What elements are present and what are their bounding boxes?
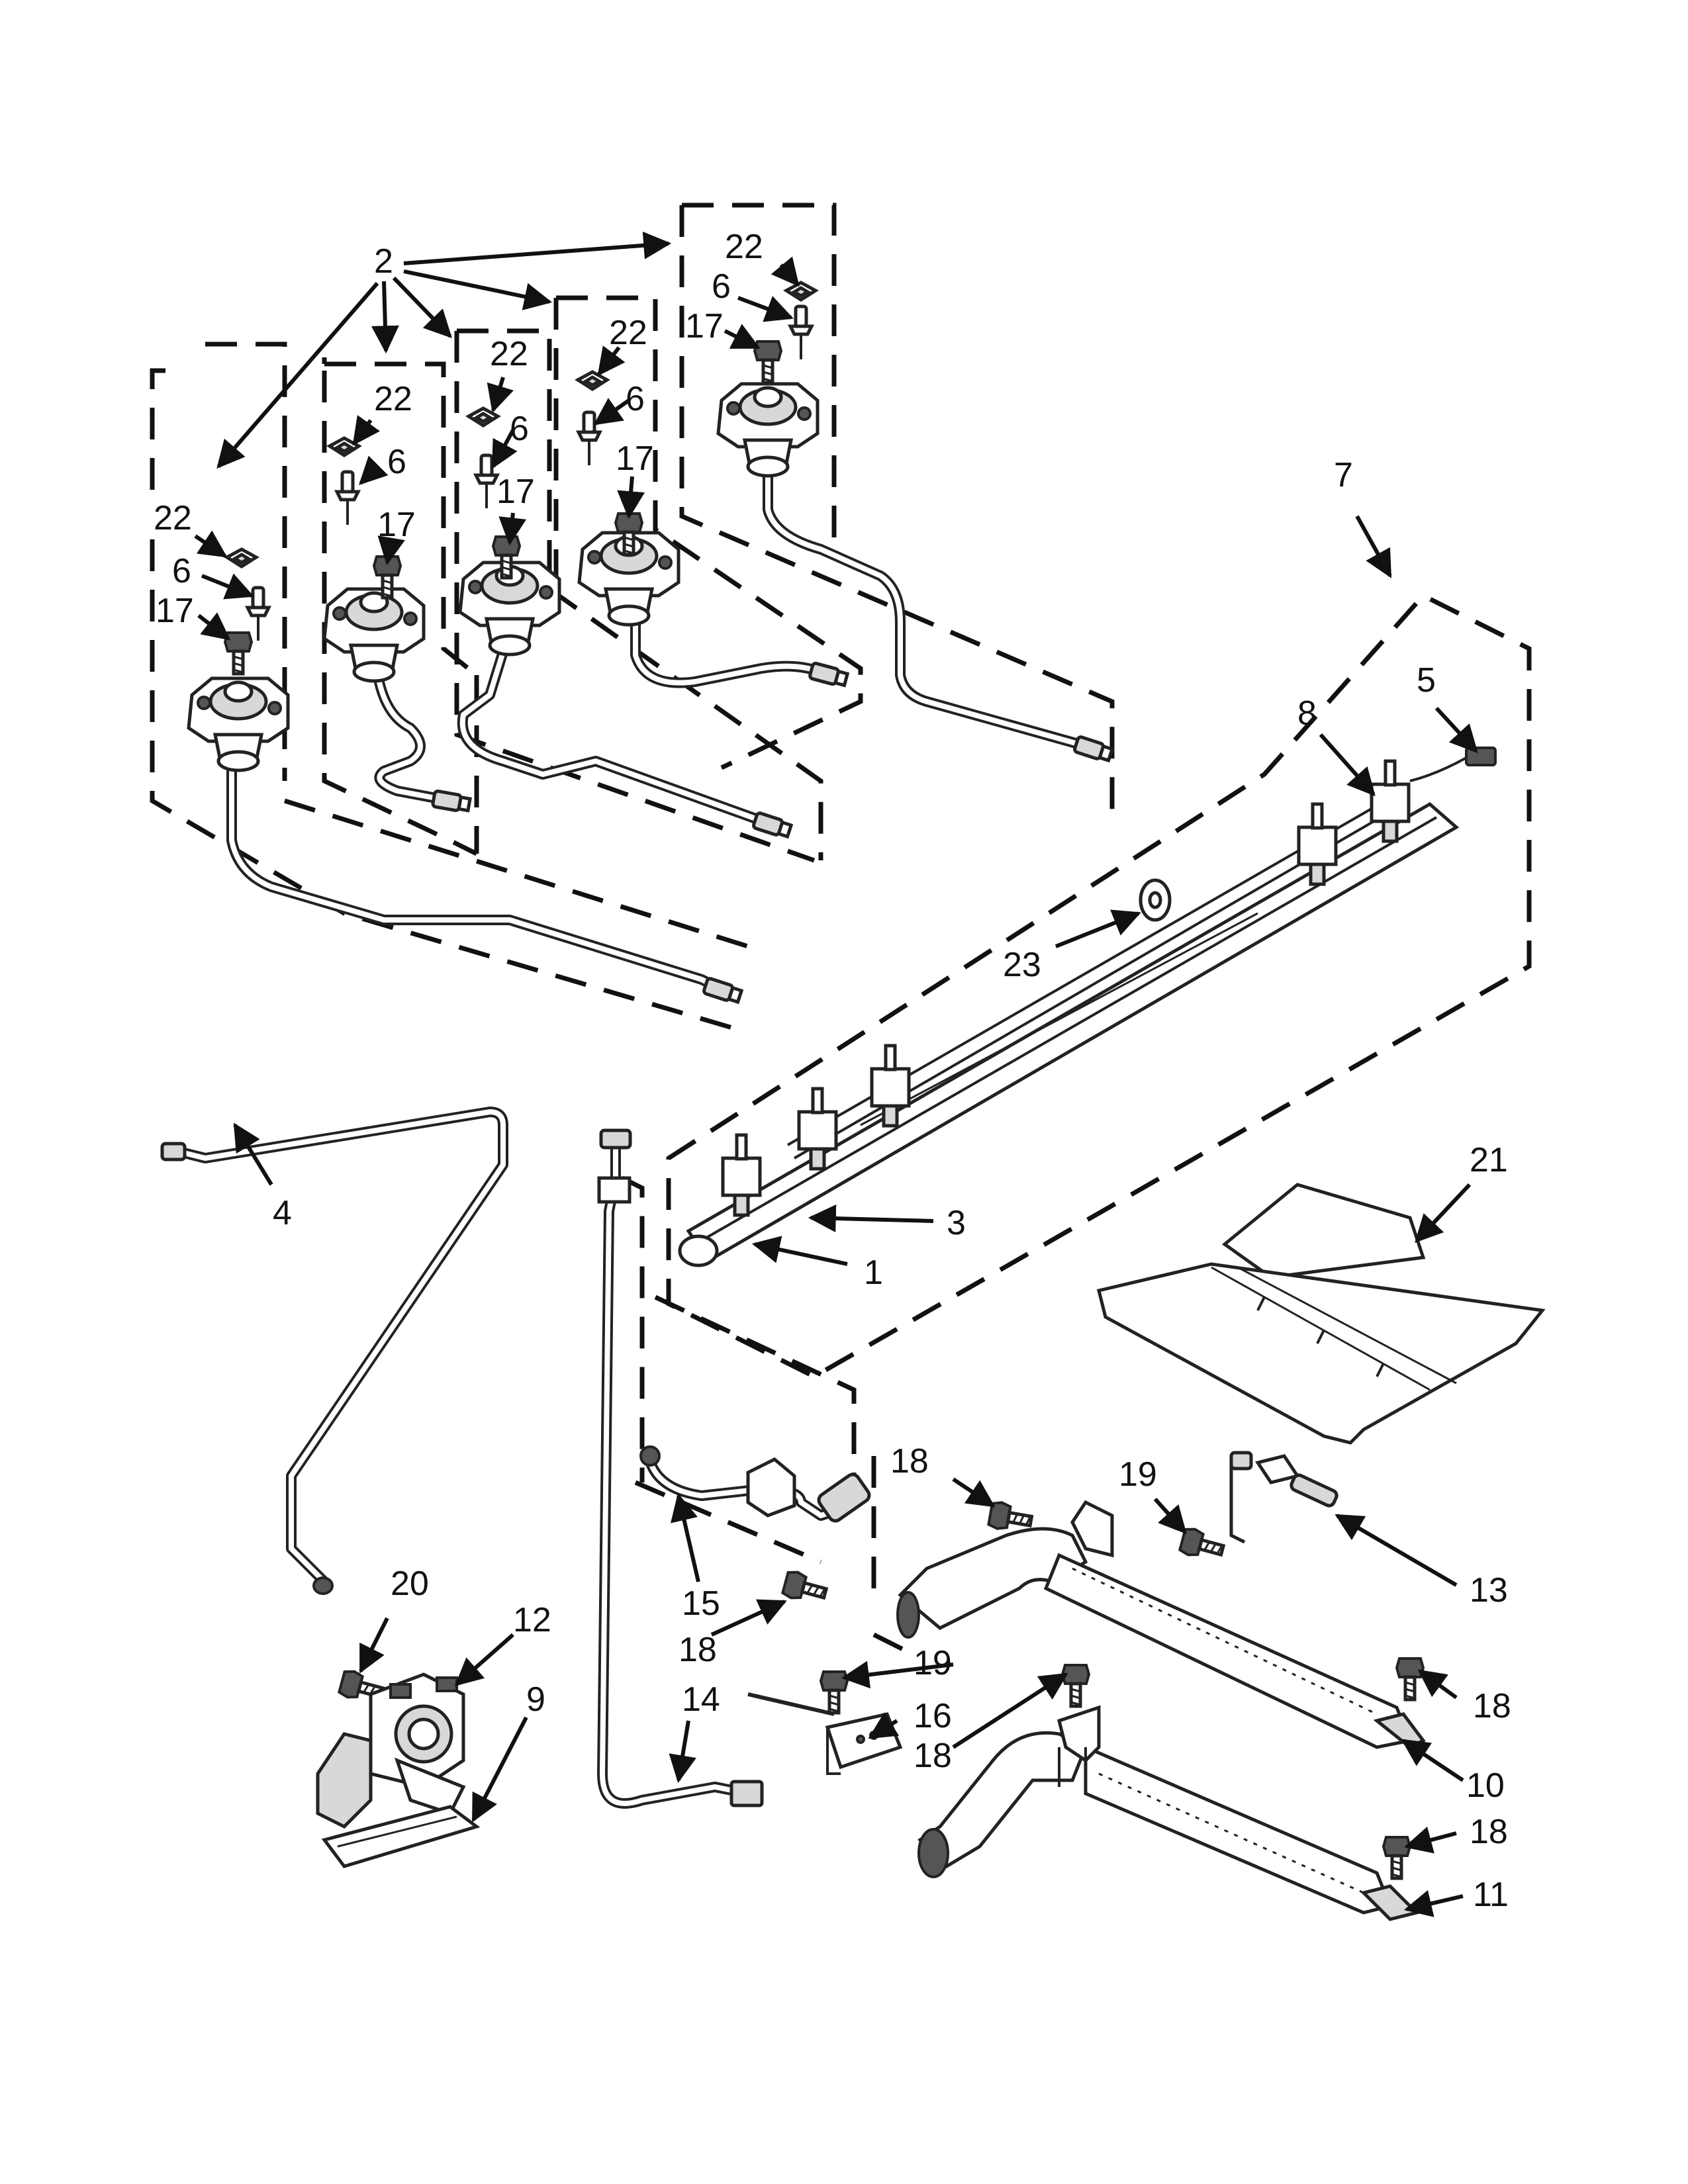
pressure-regulator [316,1672,466,1829]
burner-valve-5 [718,384,818,476]
label-2: 2 [374,242,393,281]
gas-tube-long [160,1107,508,1595]
valve-group-outline-1 [150,341,749,1035]
label-17-b: 17 [377,506,416,544]
label-6-d: 6 [626,380,645,418]
leader-lines [194,231,1478,1917]
label-18-a: 18 [890,1442,929,1480]
label-14: 14 [682,1680,720,1719]
label-22-b: 22 [374,380,412,418]
manifold-outline [666,592,1532,1379]
valve-screw-5 [755,341,781,383]
label-6-e: 6 [712,267,731,306]
label-1: 1 [864,1253,883,1292]
label-6-c: 6 [510,410,529,448]
label-7: 7 [1334,456,1353,494]
igniter [1229,1451,1338,1544]
label-18-c: 18 [914,1737,952,1775]
label-22-e: 22 [725,228,763,266]
valve-clip-5 [786,283,816,300]
valve-clip-4 [578,372,607,389]
gas-tube-vertical [597,1128,764,1809]
screw-19-b [821,1672,847,1713]
burner-valve-2 [324,589,424,681]
label-16: 16 [914,1697,952,1735]
label-17-c: 17 [496,473,535,511]
valve-group-outline-2 [322,357,479,856]
electrode-5 [790,306,812,359]
label-22-c: 22 [490,335,528,373]
manifold-assembly [678,747,1497,1267]
burner-shield [1096,1183,1546,1445]
screw-18-b [782,1570,828,1606]
washer [1139,878,1172,922]
label-17-d: 17 [616,439,654,478]
part-labels: 2 22 22 22 22 22 6 6 6 6 6 17 17 17 17 1… [154,228,1511,1914]
valve-group-outline-5 [679,203,1115,821]
label-18-b: 18 [679,1631,717,1669]
screw-18-e [1383,1837,1410,1878]
valve-tube-3 [457,647,792,839]
label-9: 9 [526,1680,545,1719]
label-10: 10 [1466,1766,1505,1805]
label-17-e: 17 [685,307,724,345]
label-22-d: 22 [609,314,647,352]
label-18-d: 18 [1473,1687,1511,1725]
electrode-2 [337,472,358,525]
burner-valve-1 [189,678,288,770]
valve-tube-5 [763,458,1113,762]
label-17-a: 17 [156,592,194,630]
burner-outline [871,1456,915,1657]
label-23: 23 [1003,946,1041,984]
valve-clip-1 [227,549,256,567]
valve-screw-1 [225,633,252,674]
label-21: 21 [1470,1141,1508,1179]
label-19-a: 19 [1119,1455,1157,1494]
label-19-b: 19 [914,1644,952,1682]
valve-group-outline-4 [553,295,863,770]
label-6-a: 6 [172,552,191,590]
label-15: 15 [682,1584,720,1623]
screw-18-c [1062,1665,1089,1706]
label-13: 13 [1470,1571,1508,1610]
label-8: 8 [1297,694,1317,733]
screw-18-d [1397,1659,1423,1700]
label-4: 4 [273,1194,292,1232]
label-18-e: 18 [1470,1813,1508,1851]
broil-burner-tube [917,1705,1420,1921]
electrode-4 [579,412,600,465]
screw-19-a [1179,1527,1225,1563]
oven-burner-tube [896,1500,1426,1749]
valve-tube-4 [630,607,848,687]
valve-group-outline-3 [454,328,823,863]
burner-connector-tube [639,1445,871,1523]
label-22-a: 22 [154,499,192,537]
valve-tube-2 [372,666,471,813]
label-20: 20 [391,1565,429,1603]
label-11: 11 [1473,1876,1509,1914]
label-6-b: 6 [387,443,406,481]
valve-tube-1 [226,756,742,1004]
label-5: 5 [1417,661,1436,700]
label-3: 3 [947,1204,966,1242]
regulator-bracket [321,1805,481,1868]
valve-clip-3 [469,408,498,426]
label-12: 12 [513,1601,551,1639]
